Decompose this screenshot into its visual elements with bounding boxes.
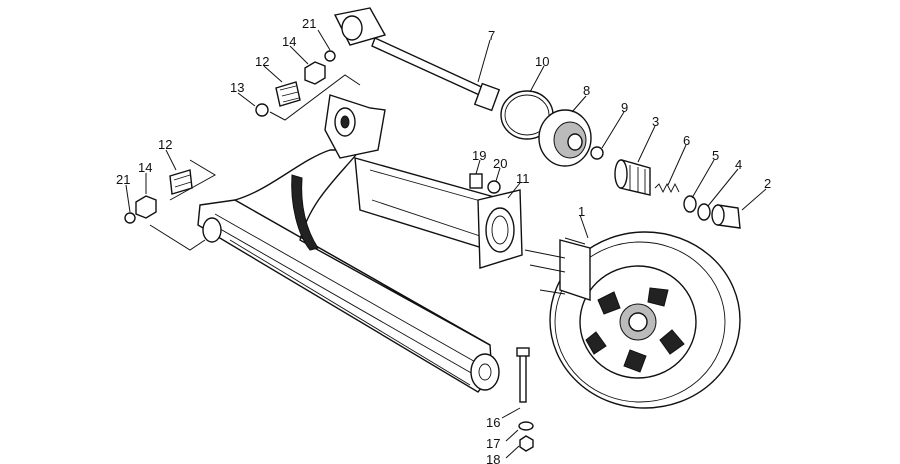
callout-2: 2 — [764, 176, 771, 191]
washer-21-upper — [324, 50, 336, 62]
callout-20: 20 — [493, 156, 507, 171]
washer-5 — [683, 195, 697, 213]
callout-14-lower: 14 — [138, 160, 152, 175]
ring-9 — [590, 146, 604, 160]
callout-11: 11 — [516, 171, 530, 186]
nut-18 — [519, 435, 534, 452]
callout-16: 16 — [486, 415, 500, 430]
spring-6 — [654, 182, 680, 194]
callout-21-upper: 21 — [302, 16, 316, 31]
ring-4 — [697, 203, 711, 221]
callout-10: 10 — [535, 54, 549, 69]
bolt-16 — [516, 347, 530, 403]
callout-1: 1 — [578, 204, 585, 219]
guide-lines — [149, 74, 361, 251]
washer-17 — [518, 421, 534, 431]
bolt-19 — [469, 173, 483, 189]
leader-lines — [125, 29, 767, 459]
callout-9: 9 — [621, 100, 628, 115]
washer-20 — [487, 180, 501, 194]
callout-4: 4 — [735, 157, 742, 172]
nut-14-lower — [135, 195, 157, 219]
callout-12-lower: 12 — [158, 137, 172, 152]
callout-14-upper: 14 — [282, 34, 296, 49]
nut-14-upper — [304, 61, 326, 85]
callout-21-lower: 21 — [116, 172, 130, 187]
callout-7: 7 — [488, 28, 495, 43]
callout-18: 18 — [486, 452, 500, 464]
adjuster-12-lower — [169, 169, 193, 195]
washer-21-lower — [124, 212, 136, 224]
callout-19: 19 — [472, 148, 486, 163]
callouts: 1 2 3 4 5 6 7 8 9 10 11 12 12 13 14 14 1… — [116, 16, 771, 464]
drive-shaft — [333, 7, 501, 112]
callout-13: 13 — [230, 80, 244, 95]
adjuster-12-upper — [275, 81, 301, 107]
callout-12-upper: 12 — [255, 54, 269, 69]
roller-bearing-3 — [614, 159, 651, 196]
splined-sleeve-2 — [711, 204, 741, 229]
swing-arm — [197, 94, 523, 393]
brake-disc-hub — [524, 231, 741, 409]
callout-6: 6 — [683, 133, 690, 148]
callout-5: 5 — [712, 148, 719, 163]
callout-17: 17 — [486, 436, 500, 451]
callout-8: 8 — [583, 83, 590, 98]
callout-3: 3 — [652, 114, 659, 129]
bearing-housing-8 — [538, 109, 592, 167]
washer-13 — [255, 103, 269, 117]
